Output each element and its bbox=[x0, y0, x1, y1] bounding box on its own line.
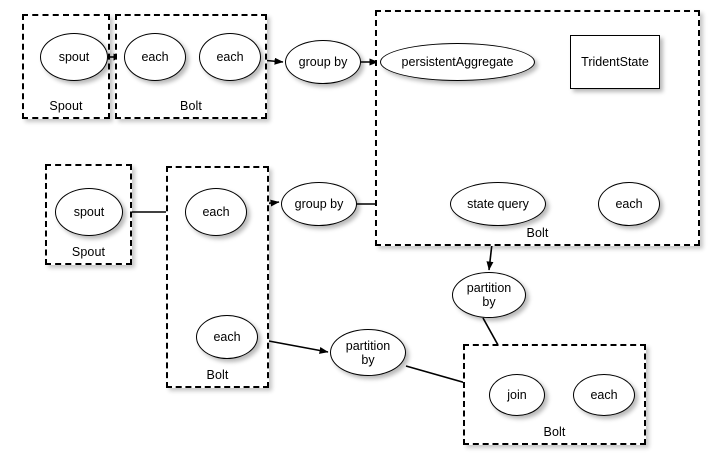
node-label-spout-1: spout bbox=[58, 50, 90, 64]
node-label-group-by-1: group by bbox=[298, 55, 348, 69]
node-group-by-2[interactable]: group by bbox=[281, 182, 357, 226]
node-label-each-4: each bbox=[615, 197, 643, 211]
node-label-each-2: each bbox=[216, 50, 244, 64]
node-label-group-by-2: group by bbox=[294, 197, 344, 211]
group-label-bolt-group-2: Bolt bbox=[526, 226, 549, 240]
node-label-state-query-1: state query bbox=[467, 197, 529, 211]
node-spout-1[interactable]: spout bbox=[40, 33, 108, 81]
group-label-bolt-group-4: Bolt bbox=[543, 425, 566, 439]
node-each-1[interactable]: each bbox=[124, 33, 186, 81]
node-trident-state-1[interactable]: TridentState bbox=[570, 35, 660, 89]
node-label-each-3: each bbox=[202, 205, 230, 219]
node-group-by-1[interactable]: group by bbox=[285, 40, 361, 84]
node-label-join-1: join bbox=[507, 388, 527, 402]
node-each-4[interactable]: each bbox=[598, 182, 660, 226]
node-label-each-6: each bbox=[590, 388, 618, 402]
node-label-each-1: each bbox=[141, 50, 169, 64]
group-label-spout-group-2: Spout bbox=[71, 245, 106, 259]
group-label-bolt-group-1: Bolt bbox=[180, 99, 202, 113]
node-label-each-5: each bbox=[213, 330, 241, 344]
group-label-bolt-group-3: Bolt bbox=[206, 368, 229, 382]
node-each-5[interactable]: each bbox=[196, 315, 258, 359]
node-spout-2[interactable]: spout bbox=[55, 188, 123, 236]
node-each-2[interactable]: each bbox=[199, 33, 261, 81]
node-label-trident-state-1: TridentState bbox=[581, 55, 649, 69]
node-state-query-1[interactable]: state query bbox=[450, 182, 546, 226]
node-persistent-aggregate-1[interactable]: persistentAggregate bbox=[380, 43, 535, 81]
node-each-3[interactable]: each bbox=[185, 188, 247, 236]
node-join-1[interactable]: join bbox=[489, 374, 545, 416]
node-each-6[interactable]: each bbox=[573, 374, 635, 416]
group-label-spout-group-1: Spout bbox=[49, 99, 83, 113]
node-label-spout-2: spout bbox=[73, 205, 105, 219]
node-label-persistent-aggregate-1: persistentAggregate bbox=[401, 55, 514, 69]
